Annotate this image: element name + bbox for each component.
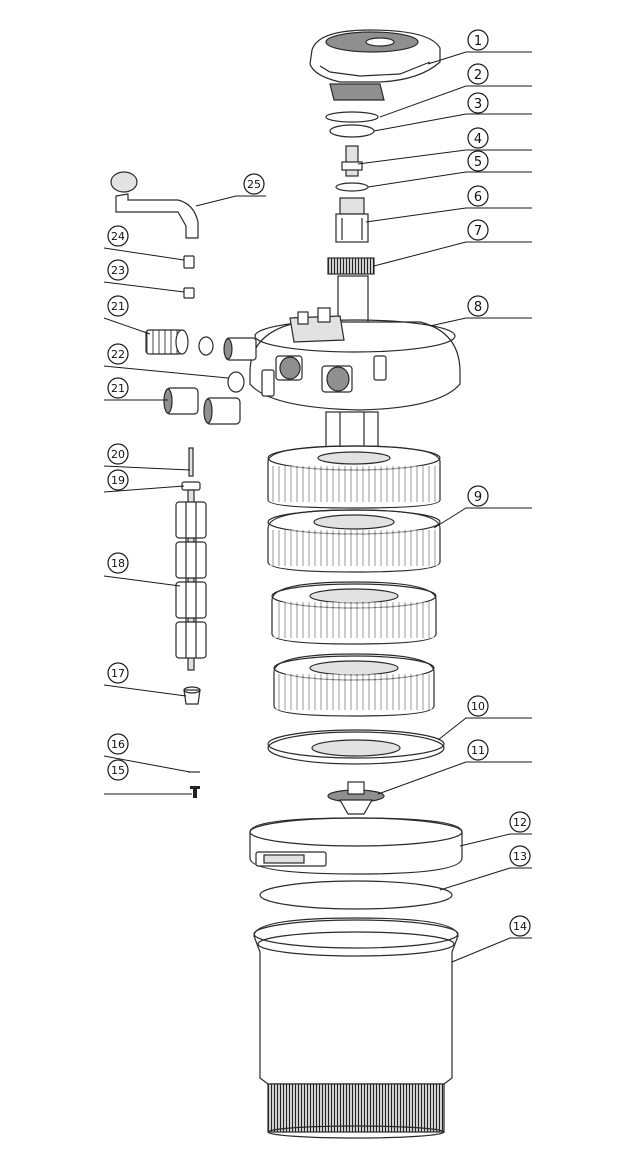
part-22-o-ring [227, 371, 245, 393]
part-24-bushing [183, 255, 195, 269]
part-21-hose-connectors-lower [163, 387, 241, 425]
svg-text:1: 1 [474, 34, 482, 49]
part-25-handle [110, 171, 199, 239]
svg-text:19: 19 [111, 474, 125, 487]
svg-text:6: 6 [474, 190, 482, 205]
part-6-bearing-sleeve [335, 197, 369, 243]
svg-text:11: 11 [471, 744, 485, 757]
svg-text:3: 3 [474, 97, 482, 112]
svg-text:20: 20 [111, 448, 125, 461]
callout-14: 14 [509, 915, 531, 937]
part-15-screw [190, 786, 200, 798]
callout-8: 8 [467, 295, 489, 317]
svg-text:21: 21 [111, 382, 125, 395]
part-9-filter-sponge-stack [267, 445, 441, 717]
callout-25: 25 [243, 173, 265, 195]
part-10-ring-plate [267, 729, 445, 765]
svg-text:8: 8 [474, 300, 482, 315]
part-3-o-ring [329, 124, 375, 138]
svg-text:9: 9 [474, 490, 482, 505]
part-1-uv-head-cap [309, 29, 441, 101]
svg-text:13: 13 [513, 850, 527, 863]
part-5-washer [335, 182, 369, 192]
filter-sponge-3 [271, 581, 437, 645]
part-11-bottom-connector [327, 781, 385, 815]
callout-leaders [103, 51, 532, 963]
callout-1: 1 [467, 29, 489, 51]
callout-3: 3 [467, 92, 489, 114]
callout-11: 11 [467, 739, 489, 761]
center-tube [325, 411, 379, 451]
part-8-filter-lid [223, 275, 461, 411]
part-17-end-cap [183, 686, 201, 705]
part-2-o-ring [325, 111, 379, 123]
svg-text:5: 5 [474, 155, 482, 170]
svg-text:4: 4 [474, 132, 482, 147]
callout-20: 20 [107, 443, 129, 465]
lid-outlet-front [275, 355, 303, 381]
callout-21-lower: 21 [107, 377, 129, 399]
callout-13: 13 [509, 845, 531, 867]
svg-text:24: 24 [111, 230, 125, 243]
svg-text:10: 10 [471, 700, 485, 713]
callout-17: 17 [107, 662, 129, 684]
part-12-clamp-ring [249, 817, 463, 875]
svg-text:7: 7 [474, 224, 482, 239]
filter-sponge-1 [267, 445, 441, 509]
part-23-bushing [183, 287, 195, 299]
svg-text:15: 15 [111, 764, 125, 777]
callout-6: 6 [467, 185, 489, 207]
part-19-lamp-clip [181, 481, 201, 491]
callout-4: 4 [467, 127, 489, 149]
svg-text:23: 23 [111, 264, 125, 277]
callout-19: 19 [107, 469, 129, 491]
svg-text:21: 21 [111, 300, 125, 313]
callout-2: 2 [467, 63, 489, 85]
part-18-uv-lamp [175, 489, 207, 671]
callout-24: 24 [107, 225, 129, 247]
part-14-housing [253, 917, 459, 1139]
svg-text:16: 16 [111, 738, 125, 751]
callout-12: 12 [509, 811, 531, 833]
svg-text:14: 14 [513, 920, 527, 933]
svg-text:22: 22 [111, 348, 125, 361]
callout-7: 7 [467, 219, 489, 241]
callouts: 1 2 3 4 5 6 7 8 9 10 11 12 13 14 15 16 1… [107, 29, 531, 937]
callout-21-upper: 21 [107, 295, 129, 317]
svg-text:18: 18 [111, 557, 125, 570]
svg-text:12: 12 [513, 816, 527, 829]
part-21-hose-connector-upper [145, 329, 214, 356]
part-7-nut [327, 257, 375, 275]
filter-sponge-4 [273, 653, 435, 717]
callout-5: 5 [467, 150, 489, 172]
callout-16: 16 [107, 733, 129, 755]
part-4-shaft-top [341, 145, 363, 177]
part-20-lamp-tip [188, 447, 194, 477]
svg-text:25: 25 [247, 178, 261, 191]
callout-23: 23 [107, 259, 129, 281]
callout-22: 22 [107, 343, 129, 365]
lid-outlet-right [321, 365, 353, 393]
part-13-gasket [259, 880, 453, 910]
callout-9: 9 [467, 485, 489, 507]
filter-sponge-2 [267, 509, 441, 573]
callout-10: 10 [467, 695, 489, 717]
svg-text:17: 17 [111, 667, 125, 680]
callout-18: 18 [107, 552, 129, 574]
svg-text:2: 2 [474, 68, 482, 83]
callout-15: 15 [107, 759, 129, 781]
lid-outlet-left [223, 337, 257, 361]
